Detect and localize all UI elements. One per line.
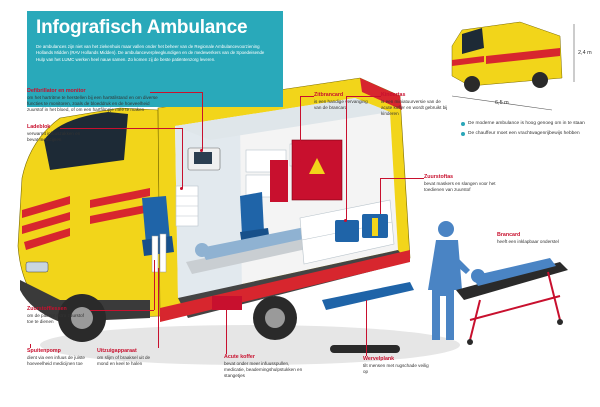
leader-line [226,310,227,354]
label-heading: Defibrillator en monitor [27,88,86,94]
intro-text: De ambulances zijn niet van het ziekenhu… [36,44,265,62]
oxygen-bottle [159,233,167,273]
label-heading: Zitbrancard [314,92,344,98]
legend-text: De moderne ambulance is hoog genoeg om i… [468,121,585,126]
legend-item: De chauffeur moet een vrachtwagenrijbewi… [461,131,591,137]
leader-line [346,96,347,220]
leader-line [150,92,202,93]
leader-line [30,344,31,348]
callout-dot [180,187,183,190]
bullet-icon [461,132,465,136]
ladeblok-drawers [175,185,199,227]
label-heading: Acute koffer [224,354,255,360]
label-text: heeft een inklapbaar onderstel [497,239,559,244]
label-brancard: Brancard heeft een inklapbaar onderstel [497,232,579,245]
front-chevrons [22,188,150,250]
label-zuurstofflessen: Zuurstofflessen om de patiënt extra zuur… [27,306,89,325]
leader-line [154,260,155,310]
legend-text: De chauffeur moet een vrachtwagenrijbewi… [468,131,580,136]
page-title: Infografisch Ambulance [36,17,248,38]
label-ladeblok: Ladeblok verwarmt infuuszakken en bevat … [27,124,87,143]
callout-dot [298,159,301,162]
label-spuitenpomp: Spuitenpomp dient via een infuus de juis… [27,348,87,367]
label-heading: Kindertas [381,92,406,98]
label-acutekoffer: Acute koffer bevat onder meer infuusspul… [224,354,306,378]
person-with-stretcher [428,221,568,345]
label-text: bevat maskers en slangen voor het toedie… [424,181,496,192]
label-defibrillator: Defibrillator en monitor om het hartritm… [27,88,162,112]
ramp-handle [330,345,400,353]
label-heading: Brancard [497,232,521,238]
label-heading: Zuurstoftas [424,174,454,180]
child-bag [335,220,359,242]
acute-koffer [212,296,242,310]
label-text: tilt mensen met rugschade veilig op [363,363,429,374]
callout-dot [200,149,203,152]
label-text: dient via een infuus de juiste hoeveelhe… [27,355,85,366]
callout-dot [344,219,347,222]
oxygen-bottle [151,235,159,273]
label-text: om het hartritme te herstellen bij een h… [27,95,158,112]
dimension-height: 2,4 m [578,50,592,56]
leader-line [366,300,367,356]
label-heading: Uitzuigapparaat [97,348,137,354]
warning-triangle [309,158,325,174]
label-zitbrancard: Zitbrancard is een handige vervanging va… [314,92,374,111]
leader-line [300,96,314,97]
leader-line [380,178,381,214]
defibrillator-device [187,147,221,171]
bullet-icon [461,122,465,126]
leader-line [182,128,183,188]
label-text: bevat onder meer infuusspullen, medicati… [224,361,303,378]
dimension-length: 6,5 m [495,100,509,106]
leader-line [300,96,301,160]
leader-line [346,96,381,97]
label-heading: Ladeblok [27,124,51,130]
label-kindertas: Kindertas is een miniatuurversie van de … [381,92,453,116]
leader-line [158,268,159,348]
label-zuurstoftas: Zuurstoftas bevat maskers en slangen voo… [424,174,496,193]
legend: De moderne ambulance is hoog genoeg om i… [461,121,591,141]
ambulance-small [451,21,575,111]
label-wervelplank: Wervelplank tilt mensen met rugschade ve… [363,356,429,375]
ambulance-cutaway [17,77,414,353]
legend-item: De moderne ambulance is hoog genoeg om i… [461,121,591,127]
label-uitzuigapparaat: Uitzuigapparaat om slijm of braaksel uit… [97,348,159,367]
label-text: is een handige vervanging van de brancar… [314,99,368,110]
title-box: Infografisch Ambulance De ambulances zij… [27,11,283,107]
leader-line [60,128,182,129]
label-heading: Wervelplank [363,356,395,362]
leader-line [90,310,154,311]
label-heading: Zuurstofflessen [27,306,67,312]
label-text: om slijm of braaksel uit de mond en keel… [97,355,151,366]
ground-shadow [40,325,460,365]
label-text: om de patiënt extra zuurstof toe te dien… [27,313,84,324]
leader-line [380,178,424,179]
leader-line [202,92,203,150]
label-text: verwarmt infuuszakken en bevat medicijne… [27,131,81,142]
spine-board [322,282,414,310]
folding-chair [270,160,288,202]
label-text: is een miniatuurversie van de acute koff… [381,99,448,116]
label-heading: Spuitenpomp [27,348,61,354]
